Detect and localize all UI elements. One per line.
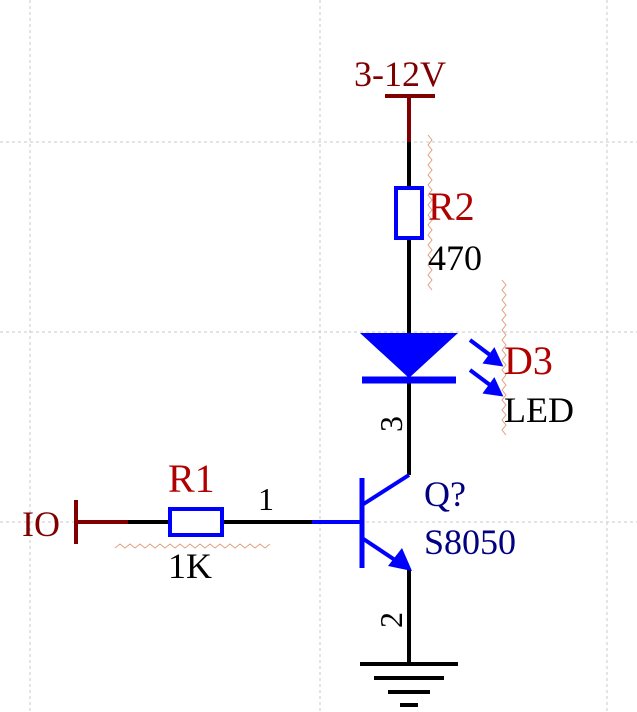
r1-value: 1K [168,546,212,586]
q-value: S8050 [424,522,516,562]
net-wires [128,142,411,664]
d3-designator: D3 [504,338,553,383]
led-emission-arrows [468,338,504,397]
q-transistor-symbol[interactable] [312,473,412,571]
emitter-arrow [388,548,412,571]
power-label: 3-12V [354,54,446,94]
io-label: IO [22,504,60,544]
r2-value: 470 [428,238,482,278]
d3-value: LED [504,390,574,430]
led-triangle [360,333,458,378]
r2-designator: R2 [428,184,475,229]
error-squiggles [114,134,507,549]
q-designator: Q? [424,474,466,514]
squiggle-r2 [427,134,433,291]
squiggle-r1 [114,543,271,549]
squiggle-d3 [501,279,507,436]
d3-led-symbol[interactable] [360,333,504,397]
io-port-symbol[interactable] [74,500,128,544]
r2-resistor-body[interactable] [394,186,424,240]
emitter-lead [360,536,400,564]
power-symbol[interactable] [385,94,435,142]
led-arrowhead-2 [482,377,504,397]
r1-designator: R1 [168,456,215,501]
collector-lead [360,473,411,507]
ground-symbol[interactable] [360,662,458,707]
r1-resistor-body[interactable] [168,507,224,537]
led-arrowhead-1 [482,347,504,367]
pin-emitter-number: 2 [373,612,409,628]
pin-collector-number: 3 [373,416,409,432]
pin-base-number: 1 [258,481,274,517]
